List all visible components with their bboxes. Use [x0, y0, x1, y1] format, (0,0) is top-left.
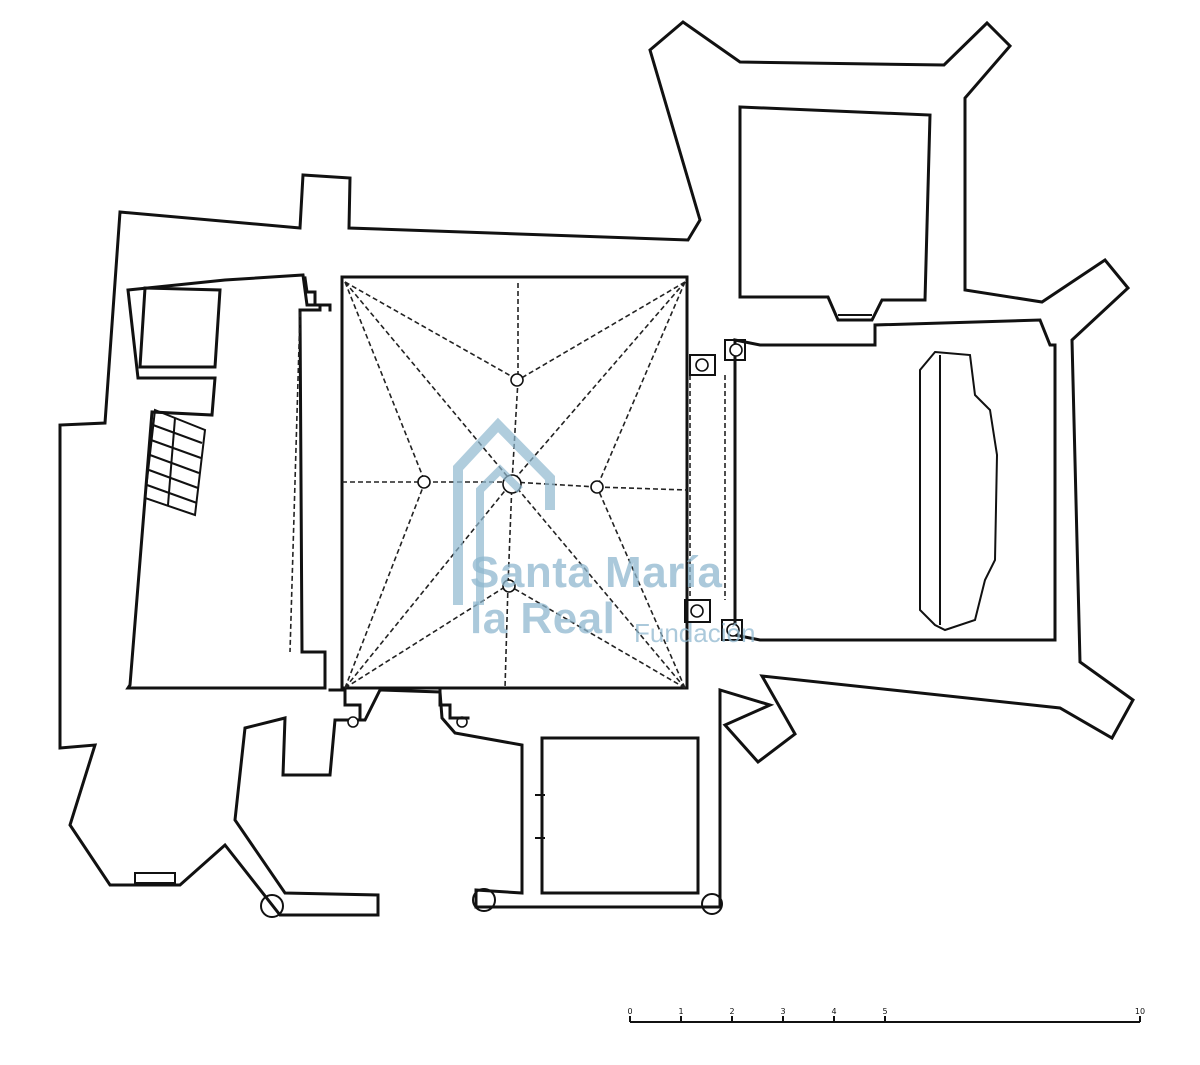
scale-bar: 0 1 2 3 4 5 10: [627, 1007, 1145, 1023]
scale-label: 3: [780, 1007, 785, 1016]
window-bottom-left: [134, 872, 176, 884]
column-bases: [347, 339, 746, 728]
bottom-room-right: [540, 736, 700, 895]
outer-wall: [58, 20, 1135, 917]
staircase: [143, 408, 207, 517]
scale-label: 10: [1135, 1007, 1145, 1016]
apse-hall: [733, 318, 1057, 642]
watermark-line-1: Santa María: [470, 548, 723, 597]
watermark-subtitle: Fundación: [634, 618, 756, 648]
left-small-room: [138, 286, 222, 369]
scale-label: 1: [678, 1007, 683, 1016]
scale-label: 4: [831, 1007, 836, 1016]
scale-label: 2: [729, 1007, 734, 1016]
scale-label: 5: [882, 1007, 887, 1016]
left-chapel-wall: [125, 273, 327, 690]
upper-right-room: [738, 105, 932, 322]
scale-label: 0: [627, 1007, 632, 1016]
apse-curve: [919, 350, 999, 632]
